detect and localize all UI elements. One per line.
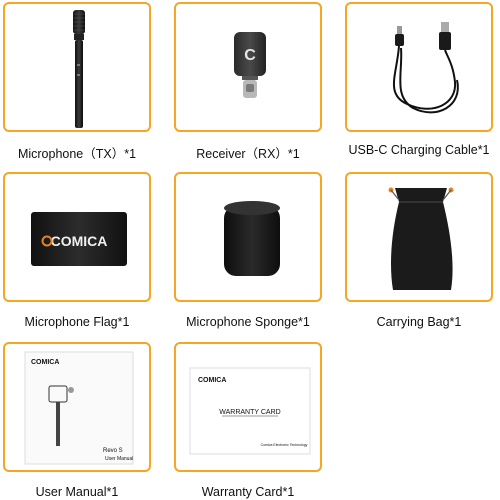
product-card-user-manual: COMICA Revo S User Manual [3,342,151,472]
product-card-microphone [3,2,151,132]
foam-windscreen-image [224,201,280,276]
product-card-mic-flag: COMICA [3,172,151,302]
comica-logo-text: COMICA [51,233,108,249]
warranty-company-text: Comica Electronic Technology [261,443,308,447]
item-label: Microphone（TX）*1 [17,147,137,161]
product-card-charging-cable [345,2,493,132]
item-label: Microphone Flag*1 [24,315,130,329]
product-card-carrying-bag [345,172,493,302]
manual-subtitle-text: User Manual [105,456,133,462]
item-label: Microphone Sponge*1 [186,315,310,329]
user-manual-image: COMICA Revo S User Manual [24,351,134,465]
usb-c-receiver-image: C [234,32,266,98]
product-card-warranty-card: COMICA WARRANTY CARD Comica Electronic T… [174,342,322,472]
product-card-sponge [174,172,322,302]
svg-text:C: C [244,47,256,64]
item-label: Warranty Card*1 [201,485,295,499]
warranty-card-image: COMICA WARRANTY CARD Comica Electronic T… [189,367,311,455]
item-label: Carrying Bag*1 [376,315,462,329]
product-card-receiver: C [174,2,322,132]
mic-flag-image: COMICA [31,212,127,266]
carrying-bag-image [388,187,454,290]
manual-brand-text: COMICA [31,359,59,366]
warranty-title-text: WARRANTY CARD [219,409,280,416]
warranty-brand-text: COMICA [198,377,226,384]
item-label: User Manual*1 [35,485,119,499]
item-label: Receiver（RX）*1 [196,147,300,161]
usb-cable-image [392,22,459,114]
item-label: USB-C Charging Cable*1 [348,143,490,157]
handheld-microphone-image [73,10,85,128]
manual-model-text: Revo S [103,448,123,454]
